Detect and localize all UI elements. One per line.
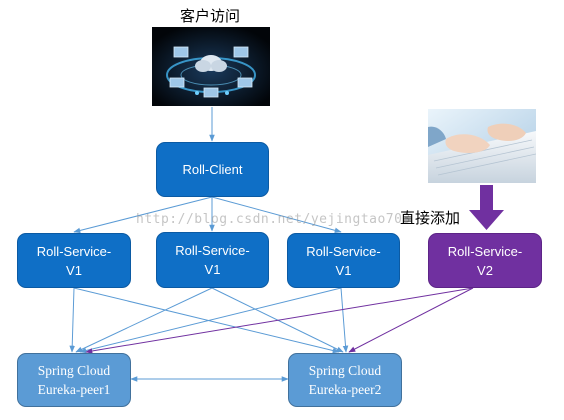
direct-add-caption: 直接添加 — [400, 209, 461, 227]
arrow-client-to-service-c — [211, 196, 342, 234]
eureka-peer-line: Eureka-peer2 — [308, 382, 382, 397]
service-version-line: V1 — [335, 262, 352, 278]
arrow-service-v2-to-peer2 — [348, 287, 474, 353]
client-access-caption: 客户访问 — [180, 7, 241, 25]
roll-client-label: Roll-Client — [182, 162, 243, 177]
arrow-service-v2-to-peer1 — [85, 287, 474, 354]
service-name-line: Roll-Service- — [36, 243, 112, 259]
roll-service-v1-node-c: Roll-Service- V1 — [287, 233, 400, 288]
keyboard-typing-picture — [428, 109, 536, 183]
arrow-service-c-to-peer2 — [340, 287, 349, 353]
eureka-peer1-node: Spring Cloud Eureka-peer1 — [17, 353, 131, 407]
eureka-peer-line: Eureka-peer1 — [37, 382, 111, 397]
arrow-service-b-to-peer1 — [75, 287, 213, 353]
roll-service-v1-node-a: Roll-Service- V1 — [17, 233, 131, 288]
eureka-title-line: Spring Cloud — [37, 363, 111, 378]
service-version-line: V2 — [477, 262, 493, 278]
roll-client-node: Roll-Client — [156, 142, 269, 197]
eureka-peer2-node: Spring Cloud Eureka-peer2 — [288, 353, 402, 407]
service-name-line: Roll-Service- — [175, 243, 250, 258]
arrow-client-to-service-a — [73, 196, 213, 234]
service-version-line: V1 — [66, 262, 82, 278]
arrow-service-a-to-peer2 — [73, 287, 340, 354]
watermark-url: http://blog.csdn.net/yejingtao703 — [136, 212, 411, 227]
service-name-line: Roll-Service- — [447, 243, 523, 259]
direct-add-arrow — [469, 185, 504, 230]
service-version-line: V1 — [204, 262, 221, 277]
service-name-line: Roll-Service- — [306, 243, 381, 259]
roll-service-v2-node: Roll-Service- V2 — [428, 233, 542, 288]
network-users-picture — [152, 27, 270, 106]
arrow-service-a-to-peer1 — [69, 287, 75, 353]
arrow-service-c-to-peer1 — [79, 287, 342, 354]
eureka-title-line: Spring Cloud — [308, 363, 382, 378]
roll-service-v1-node-b: Roll-Service- V1 — [156, 232, 269, 288]
